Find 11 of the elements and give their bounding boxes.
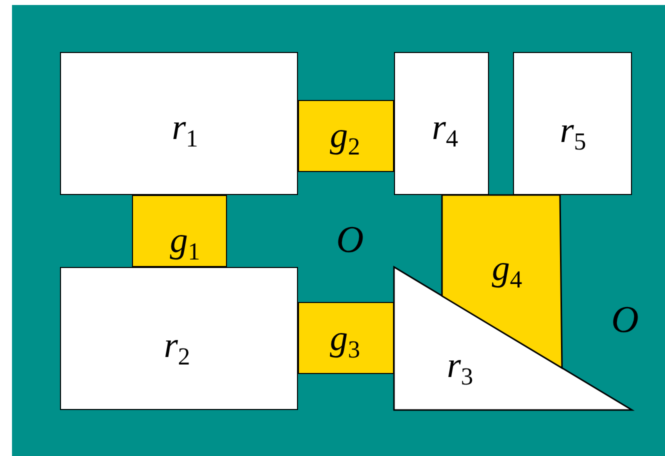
region-label: r$_{1}$ [172, 109, 198, 145]
region-label: r$_{5}$ [560, 112, 586, 148]
region-label: g$_{3}$ [330, 320, 360, 356]
region-label: g$_{4}$ [492, 250, 522, 286]
region-label: g$_{2}$ [330, 117, 360, 153]
region-label: r$_{4}$ [432, 109, 458, 145]
region-letter: O [611, 301, 639, 339]
region-label: r$_{3}$ [446, 347, 474, 383]
region-label: g$_{1}$ [170, 222, 200, 258]
region-label: r$_{2}$ [164, 327, 190, 363]
region-letter: O [336, 221, 364, 259]
